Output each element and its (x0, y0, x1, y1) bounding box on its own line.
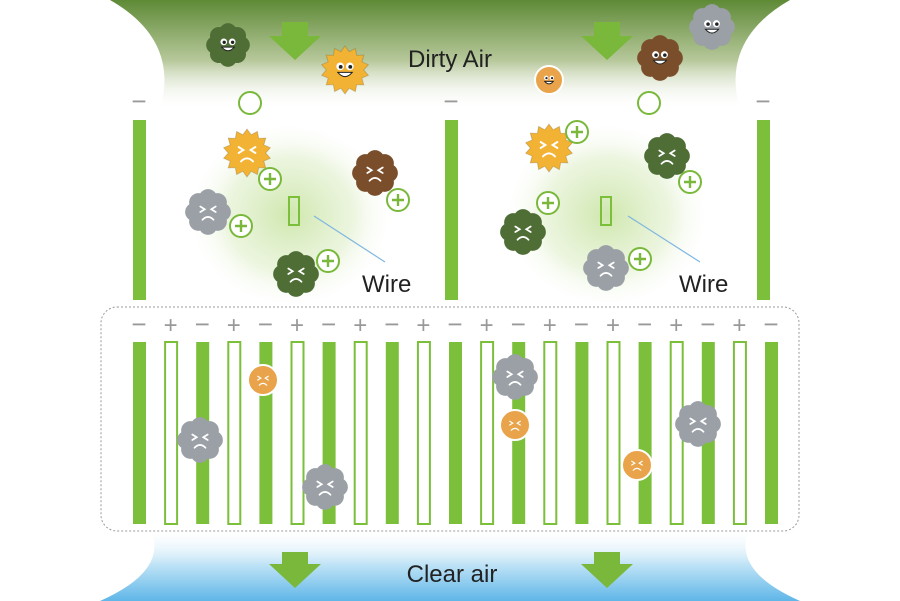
plus-circle-icon (628, 247, 652, 271)
collector-plate-solid (385, 342, 399, 524)
ionizer-plate (757, 120, 770, 300)
plus-circle-icon (316, 249, 340, 273)
ionizer-plates (133, 120, 770, 300)
plus-sign: + (543, 312, 557, 339)
wire-left (288, 196, 300, 226)
happy-dust-particle-icon (320, 45, 370, 95)
minus-sign: − (258, 309, 273, 339)
plus-sign: + (606, 312, 620, 339)
happy-dust-particle-icon (206, 23, 250, 67)
plus-sign: + (669, 312, 683, 339)
minus-sign: − (763, 309, 778, 339)
neutral-circle-icon (637, 91, 661, 115)
sad-dust-particle-icon (621, 449, 653, 481)
collector-plate-hollow (353, 341, 368, 525)
sad-dust-particle-icon (644, 133, 690, 179)
down-arrow-icon (581, 552, 633, 588)
minus-sign: − (384, 309, 399, 339)
plus-circle-icon (536, 191, 560, 215)
minus-sign: − (447, 309, 462, 339)
sad-dust-particle-icon (273, 251, 319, 297)
minus-sign: − (574, 309, 589, 339)
plus-sign: + (416, 312, 430, 339)
plus-circle-icon (229, 214, 253, 238)
collector-plate-hollow (164, 341, 179, 525)
collector-plate-hollow (732, 341, 747, 525)
plus-circle-icon (565, 120, 589, 144)
collector-plate-solid (765, 342, 778, 524)
sad-dust-particle-icon (302, 464, 348, 510)
plus-circle-icon (386, 188, 410, 212)
wire-right (600, 196, 612, 226)
minus-sign: − (700, 309, 715, 339)
sad-dust-particle-icon (185, 189, 231, 235)
ionizer-plate (445, 120, 458, 300)
collector-plate-hollow (606, 341, 621, 525)
dust-particles (177, 4, 735, 510)
minus-sign: − (511, 309, 526, 339)
sad-dust-particle-icon (500, 209, 546, 255)
ionizer-minus-signs: − − − (131, 86, 770, 116)
ionizer-plate (133, 120, 146, 300)
sad-dust-particle-icon (177, 417, 223, 463)
clean-air-band (100, 528, 800, 601)
down-arrow-icon (269, 22, 321, 60)
collector-plate-solid (638, 342, 652, 524)
collector-plate-solid (133, 342, 146, 524)
collector-plate-hollow (416, 341, 431, 525)
collector-plate-hollow (480, 341, 495, 525)
sad-dust-particle-icon (352, 150, 398, 196)
down-arrow-icon (269, 552, 321, 588)
collector-plate-hollow (290, 341, 305, 525)
wire-label-right: Wire (679, 271, 728, 298)
happy-dust-particle-icon (534, 65, 564, 95)
collector-plate-hollow (227, 341, 242, 525)
dirty-air-label: Dirty Air (408, 46, 492, 73)
neutral-charge-icons (238, 91, 661, 115)
flow-arrows (269, 22, 633, 588)
collector-plates (133, 341, 778, 525)
minus-sign: − (195, 309, 210, 339)
sad-dust-particle-icon (675, 401, 721, 447)
collector-plate-solid (575, 342, 589, 524)
plus-sign: + (290, 312, 304, 339)
happy-dust-particle-icon (637, 35, 683, 81)
sad-dust-particle-icon (583, 245, 629, 291)
minus-sign: − (755, 86, 770, 116)
happy-dust-particle-icon (689, 4, 735, 50)
sad-dust-particle-icon (222, 128, 272, 178)
sad-dust-particle-icon (499, 409, 531, 441)
minus-sign: − (131, 86, 146, 116)
ionizer-wires (288, 196, 701, 263)
down-arrow-icon (581, 22, 633, 60)
clear-air-label: Clear air (407, 561, 498, 588)
plus-circle-icon (258, 167, 282, 191)
minus-sign: − (131, 309, 146, 339)
collector-plate-hollow (543, 341, 558, 525)
plus-sign: + (480, 312, 494, 339)
minus-sign: − (637, 309, 652, 339)
neutral-circle-icon (238, 91, 262, 115)
collector-plate-solid (449, 342, 462, 524)
minus-sign: − (321, 309, 336, 339)
sad-dust-particle-icon (492, 354, 538, 400)
collector-sign-row: −+−+−+−+−+−+−+−+−+−+− (131, 309, 778, 339)
collector-housing (100, 306, 800, 532)
plus-sign: + (164, 312, 178, 339)
plus-circle-icon (678, 170, 702, 194)
sad-dust-particle-icon (247, 364, 279, 396)
wire-right-pointer (627, 215, 701, 263)
plus-sign: + (227, 312, 241, 339)
plus-sign: + (732, 312, 746, 339)
wire-left-pointer (313, 215, 386, 263)
wire-label-left: Wire (362, 271, 411, 298)
minus-sign: − (443, 86, 458, 116)
plus-sign: + (353, 312, 367, 339)
